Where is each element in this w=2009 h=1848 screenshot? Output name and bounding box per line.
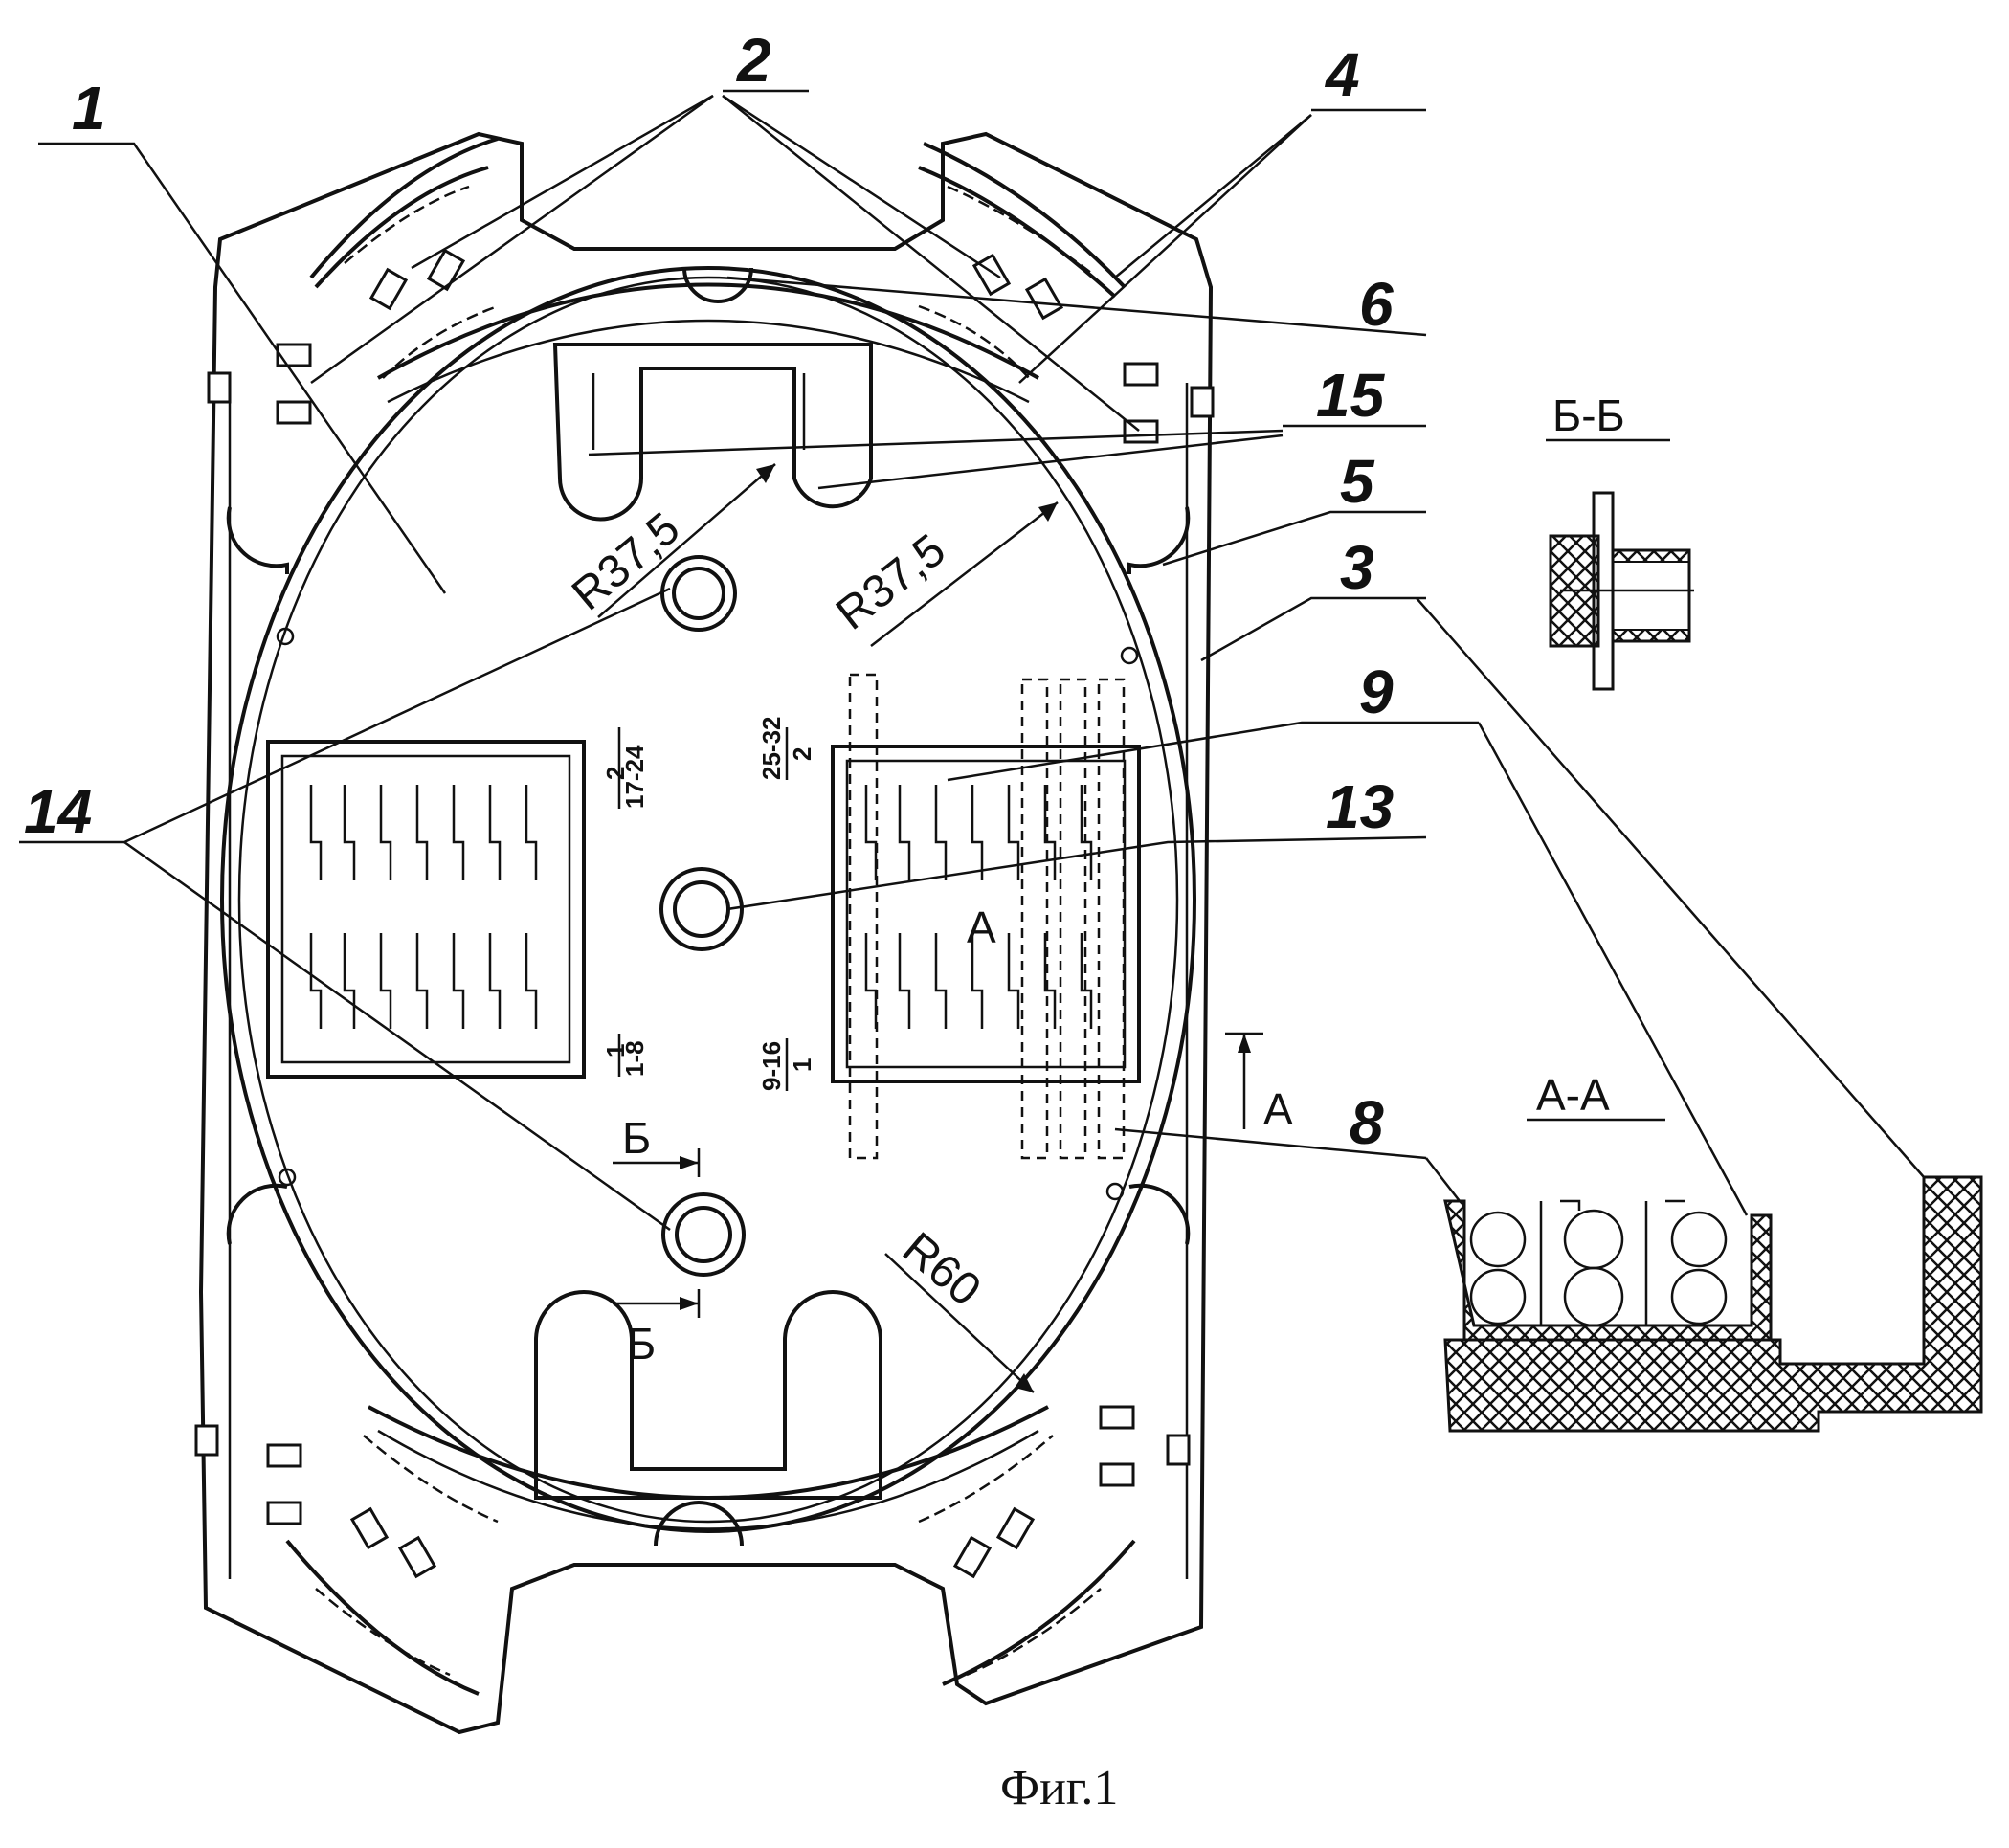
range-17-24-den: 2: [601, 767, 630, 780]
label-9: 9: [1359, 657, 1394, 726]
mount-holes: [278, 629, 1137, 1199]
dim-r37-left: R37,5: [563, 502, 689, 620]
range-25-32-den: 2: [788, 747, 816, 761]
marker-a: А: [1263, 1084, 1293, 1134]
label-2: 2: [736, 26, 771, 95]
dimension-labels: R37,5 R37,5 R60: [563, 502, 990, 1316]
label-3: 3: [1340, 533, 1374, 602]
top-guide: [555, 345, 871, 520]
label-14: 14: [24, 777, 92, 846]
section-title-a-a: А-А: [1536, 1070, 1610, 1120]
section-a-a: [1445, 1120, 1981, 1431]
range-9-16: 9-16: [757, 1041, 786, 1091]
label-13: 13: [1326, 772, 1394, 841]
marker-a-inner: А: [967, 902, 996, 952]
range-9-16-den: 1: [788, 1058, 816, 1072]
oval-tray-outer: [222, 268, 1194, 1531]
range-1-8-den: 1: [601, 1044, 630, 1058]
dim-r37-right: R37,5: [827, 524, 955, 640]
label-6: 6: [1359, 270, 1394, 339]
figure-caption: Фиг.1: [1000, 1761, 1118, 1815]
section-title-b-b: Б-Б: [1552, 390, 1625, 440]
marker-b-top: Б: [622, 1113, 651, 1163]
marker-b-bottom: Б: [627, 1319, 656, 1369]
label-4: 4: [1324, 40, 1360, 109]
label-1: 1: [72, 74, 106, 143]
section-b-b: [1546, 440, 1694, 689]
dim-r60: R60: [893, 1223, 991, 1316]
slot-range-labels: 17-24 2 1-8 1 25-32 2 9-16 1: [601, 717, 816, 1092]
corner-clips: [287, 139, 1134, 1694]
label-15: 15: [1316, 361, 1386, 430]
label-8: 8: [1350, 1088, 1384, 1157]
range-25-32: 25-32: [757, 717, 786, 781]
bottom-guide: [536, 1292, 881, 1498]
splice-holder-left: [268, 742, 584, 1077]
label-5: 5: [1340, 447, 1375, 516]
bushes: [661, 557, 744, 1275]
